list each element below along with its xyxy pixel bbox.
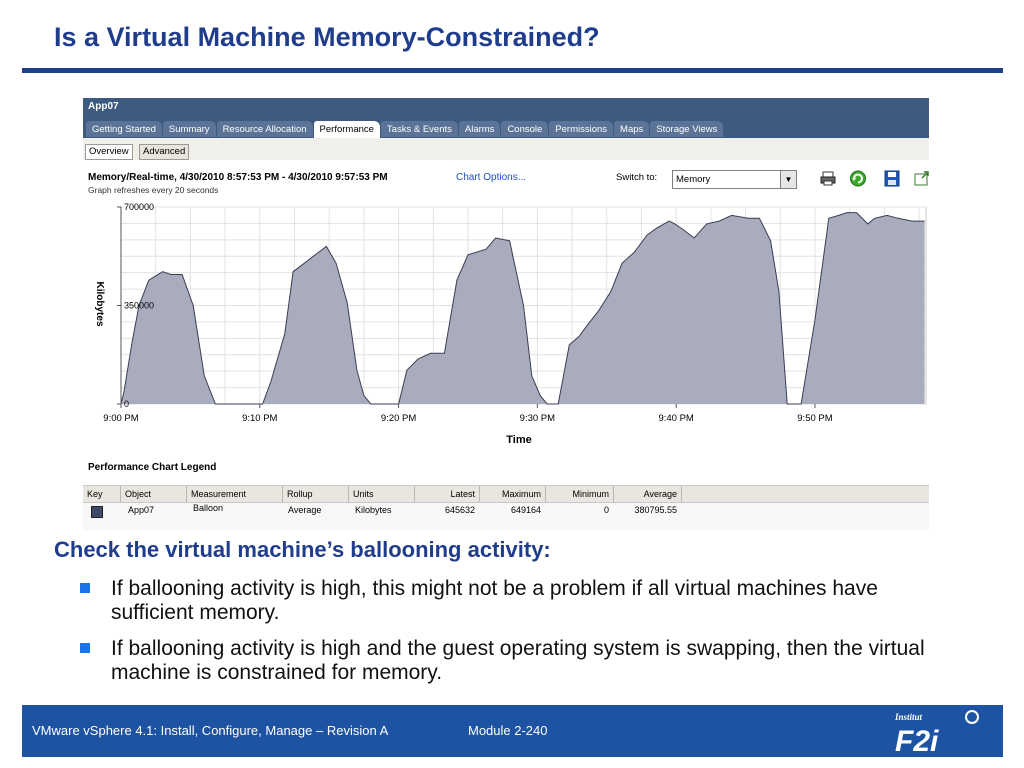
tab-console[interactable]: Console <box>501 121 549 137</box>
tab-resource-allocation[interactable]: Resource Allocation <box>216 121 313 137</box>
legend-measurement: Balloon <box>193 503 224 513</box>
svg-text:Institut: Institut <box>894 712 923 722</box>
title-divider <box>22 68 1003 73</box>
legend-average: 380795.55 <box>634 505 677 515</box>
legend-maximum: 649164 <box>510 505 541 515</box>
legend-header-row: Key Object Measurement Rollup Units Late… <box>83 485 929 503</box>
switch-to-value: Memory <box>676 174 711 185</box>
section-subheading: Check the virtual machine’s ballooning a… <box>54 537 551 562</box>
legend-minimum: 0 <box>603 505 609 515</box>
overview-button[interactable]: Overview <box>85 144 133 160</box>
legend-title: Performance Chart Legend <box>88 462 217 473</box>
x-tick-label: 9:00 PM <box>103 413 138 424</box>
print-icon[interactable] <box>819 170 837 187</box>
x-tick-label: 9:50 PM <box>797 413 832 424</box>
footer: VMware vSphere 4.1: Install, Configure, … <box>0 704 1024 768</box>
y-tick-label: 700000 <box>124 202 154 212</box>
legend-col-minimum[interactable]: Minimum <box>546 486 614 502</box>
save-icon[interactable] <box>883 170 901 187</box>
tab-performance[interactable]: Performance <box>313 121 380 138</box>
y-tick-label: 350000 <box>124 301 154 311</box>
tab-bar: Getting Started Summary Resource Allocat… <box>86 121 724 138</box>
legend-table: Key Object Measurement Rollup Units Late… <box>83 485 929 530</box>
x-tick-label: 9:30 PM <box>520 413 555 424</box>
chart-axes: 0 350000 700000 9:00 PM 9:10 PM 9:20 PM 9:30 P… <box>103 202 832 424</box>
f2i-logo: Institut F2i <box>894 710 979 754</box>
bullet-text: If ballooning activity is high and the g… <box>111 637 925 684</box>
x-axis-label: Time <box>506 434 531 446</box>
legend-col-key[interactable]: Key <box>83 486 121 502</box>
tab-permissions[interactable]: Permissions <box>549 121 614 137</box>
refresh-note: Graph refreshes every 20 seconds <box>88 185 219 195</box>
popout-icon[interactable] <box>913 170 931 187</box>
balloon-memory-chart: 0 350000 700000 9:00 PM 9:10 PM 9:20 PM 9:30 P… <box>94 202 927 446</box>
legend-col-rollup[interactable]: Rollup <box>283 486 349 502</box>
legend-col-measurement[interactable]: Measurement <box>187 486 283 502</box>
legend-object: App07 <box>128 505 155 515</box>
svg-text:F2i: F2i <box>895 725 939 754</box>
tab-alarms[interactable]: Alarms <box>458 121 501 137</box>
tab-getting-started[interactable]: Getting Started <box>86 121 162 137</box>
tab-storage-views[interactable]: Storage Views <box>650 121 724 137</box>
tab-summary[interactable]: Summary <box>162 121 216 137</box>
tab-maps[interactable]: Maps <box>614 121 650 137</box>
refresh-icon[interactable] <box>849 170 867 187</box>
switch-to-select[interactable]: Memory ▼ <box>672 170 797 189</box>
vsphere-client-panel: App07 Getting Started Summary Resource A… <box>83 98 929 530</box>
balloon-series-line <box>120 212 925 405</box>
footer-bar: VMware vSphere 4.1: Install, Configure, … <box>22 705 1003 757</box>
footer-course-title: VMware vSphere 4.1: Install, Configure, … <box>32 723 389 738</box>
y-tick-label: 0 <box>124 399 129 409</box>
tab-tasks-events[interactable]: Tasks & Events <box>380 121 458 137</box>
x-tick-label: 9:40 PM <box>658 413 693 424</box>
legend-col-maximum[interactable]: Maximum <box>480 486 546 502</box>
switch-to-label: Switch to: <box>616 172 658 183</box>
legend-units: Kilobytes <box>355 505 392 515</box>
bullet-marker-icon <box>80 643 90 653</box>
legend-latest: 645632 <box>444 505 475 515</box>
x-tick-label: 9:20 PM <box>381 413 416 424</box>
bullet-marker-icon <box>80 583 90 593</box>
legend-rollup: Average <box>288 505 322 515</box>
view-toolbar: Overview Advanced <box>83 138 929 160</box>
vm-header: App07 Getting Started Summary Resource A… <box>83 98 929 138</box>
legend-col-units[interactable]: Units <box>349 486 415 502</box>
slide-title: Is a Virtual Machine Memory-Constrained? <box>54 22 600 52</box>
legend-key-swatch <box>91 506 103 518</box>
legend-col-average[interactable]: Average <box>614 486 682 502</box>
x-tick-label: 9:10 PM <box>242 413 277 424</box>
chart-options-link[interactable]: Chart Options... <box>456 172 527 183</box>
footer-module-number: Module 2-240 <box>468 723 548 738</box>
y-axis-label: Kilobytes <box>94 281 105 326</box>
legend-col-object[interactable]: Object <box>121 486 187 502</box>
chart-title: Memory/Real-time, 4/30/2010 8:57:53 PM -… <box>88 172 388 183</box>
balloon-series-area <box>121 212 925 404</box>
bullet-text: If ballooning activity is high, this mig… <box>111 577 878 624</box>
chevron-down-icon[interactable]: ▼ <box>780 171 796 188</box>
legend-col-latest[interactable]: Latest <box>415 486 480 502</box>
advanced-button[interactable]: Advanced <box>139 144 190 160</box>
vm-name: App07 <box>88 101 119 112</box>
